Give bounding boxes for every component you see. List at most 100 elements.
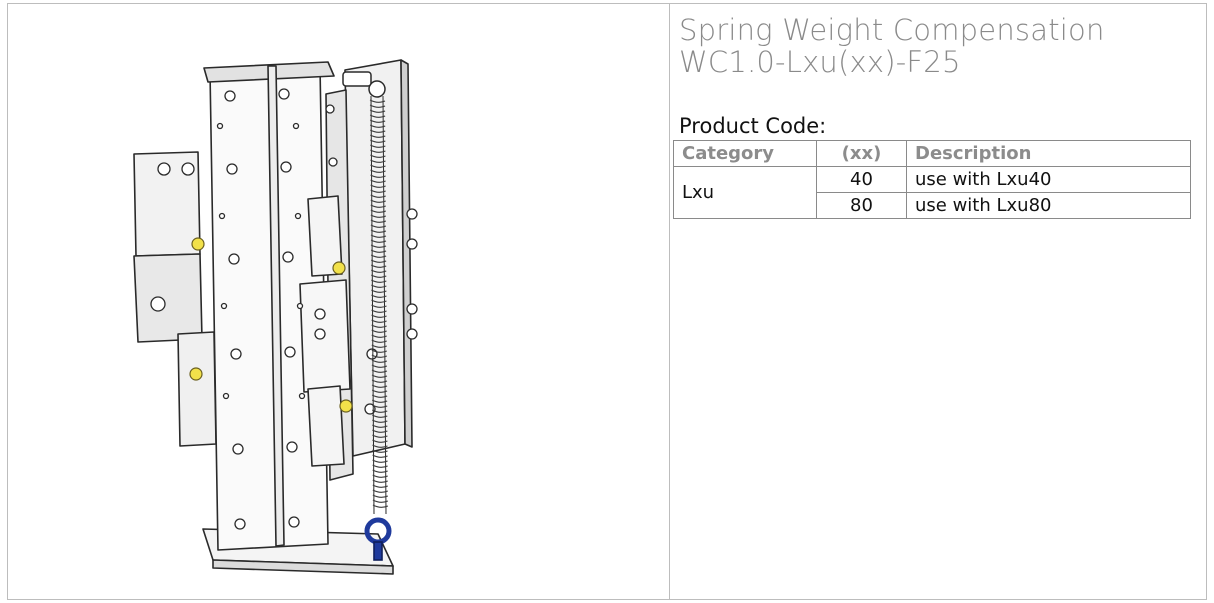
product-title: Spring Weight Compensation <box>679 13 1105 47</box>
xx-cell: 80 <box>816 192 907 219</box>
product-model: WC1.0-Lxu(xx)-F25 <box>679 45 961 79</box>
spring-coil <box>370 169 386 173</box>
product-code-table: Category (xx) Description Lxu 40 use wit… <box>673 140 1191 219</box>
header-category: Category <box>673 140 817 167</box>
spring-coil <box>370 264 387 268</box>
description-cell: use with Lxu40 <box>906 166 1191 193</box>
spring-coil <box>371 344 387 348</box>
spring-coil <box>371 409 388 413</box>
spring-coil <box>370 239 387 243</box>
spring-coil <box>370 219 387 223</box>
spring-coil <box>370 179 386 183</box>
spring-coil <box>371 319 387 323</box>
spring-coil <box>370 159 386 163</box>
description-cell: use with Lxu80 <box>906 192 1191 219</box>
spring-coil <box>369 124 386 128</box>
spring-coil <box>372 414 388 418</box>
spring-coil <box>370 189 386 193</box>
spring-coil <box>372 474 388 478</box>
spring-coil <box>371 394 388 398</box>
spring-coil <box>370 144 386 148</box>
product-code-label: Product Code: <box>679 114 827 138</box>
spring-coil <box>371 384 388 388</box>
spring-coil <box>370 254 387 258</box>
spring-coil <box>372 419 388 423</box>
spring-coil <box>371 369 388 373</box>
spring-coil <box>372 494 389 498</box>
spring-coil <box>371 374 388 378</box>
spring-coil <box>371 359 388 363</box>
spring-coil <box>372 504 389 508</box>
spring-coil <box>372 464 388 468</box>
spring-coil <box>371 289 387 293</box>
spring-coil <box>371 339 387 343</box>
spring-coil <box>369 119 386 123</box>
spring-coil <box>372 444 388 448</box>
spring-coil <box>370 184 386 188</box>
spring-coil <box>371 284 387 288</box>
spring-coil <box>370 259 387 263</box>
spring-coil <box>371 329 387 333</box>
spring-coil <box>370 269 387 273</box>
spring-coil <box>369 99 386 103</box>
category-cell: Lxu <box>673 166 817 219</box>
spring-coil <box>369 104 386 108</box>
xx-cell: 40 <box>816 166 907 193</box>
spring-coil <box>371 354 388 358</box>
spring-coil <box>372 429 388 433</box>
linear-axis-spring-assembly-drawing <box>133 59 418 575</box>
spring-coil <box>372 459 388 463</box>
spring-coil <box>371 299 387 303</box>
spring-coil <box>370 249 387 253</box>
spring-coil <box>370 229 387 233</box>
spring-coil <box>371 314 387 318</box>
spring-coil <box>370 149 386 153</box>
spring-coil <box>370 199 386 203</box>
spring-coil <box>372 439 388 443</box>
spring-coil <box>370 139 386 143</box>
spring-coil <box>370 214 387 218</box>
product-info-pane: Spring Weight Compensation WC1.0-Lxu(xx)… <box>670 4 1206 599</box>
spring-coil <box>371 309 387 313</box>
spring-coil <box>371 399 388 403</box>
product-sheet: Spring Weight Compensation WC1.0-Lxu(xx)… <box>7 3 1207 600</box>
spring-coil <box>372 499 389 503</box>
spring-coil <box>369 129 386 133</box>
spring-coil <box>372 484 388 488</box>
spring-coil <box>371 379 388 383</box>
spring-coil <box>372 454 388 458</box>
spring-coil <box>370 164 386 168</box>
spring-coil <box>371 274 387 278</box>
table-row: 80 use with Lxu80 <box>674 192 1191 219</box>
spring-coil <box>372 489 389 493</box>
spring-coil <box>370 244 387 248</box>
spring-coil <box>371 304 387 308</box>
spring-coil <box>370 224 387 228</box>
spring-coil <box>372 434 388 438</box>
header-description: Description <box>906 140 1191 167</box>
spring-coil <box>371 364 388 368</box>
spring-coil <box>370 209 387 213</box>
table-header-row: Category (xx) Description <box>673 140 1191 167</box>
spring-coil <box>370 134 386 138</box>
spring-coil <box>371 294 387 298</box>
product-image-pane <box>8 4 670 599</box>
spring-coil <box>371 324 387 328</box>
table-row: Lxu 40 use with Lxu40 <box>673 166 1191 219</box>
header-xx: (xx) <box>816 140 907 167</box>
spring-coil <box>372 479 388 483</box>
spring-coil <box>372 424 388 428</box>
spring-coil <box>370 154 386 158</box>
spring-coil <box>370 234 387 238</box>
spring-coil <box>370 194 386 198</box>
spring-coil <box>369 114 386 118</box>
spring-coil <box>371 404 388 408</box>
spring-coil <box>371 279 387 283</box>
spring-coil <box>372 449 388 453</box>
spring-coil <box>370 204 386 208</box>
spring-coil <box>369 109 386 113</box>
spring-coil <box>371 334 387 338</box>
spring-coil <box>372 469 388 473</box>
spring-coil <box>370 174 386 178</box>
spring-coil <box>371 389 388 393</box>
